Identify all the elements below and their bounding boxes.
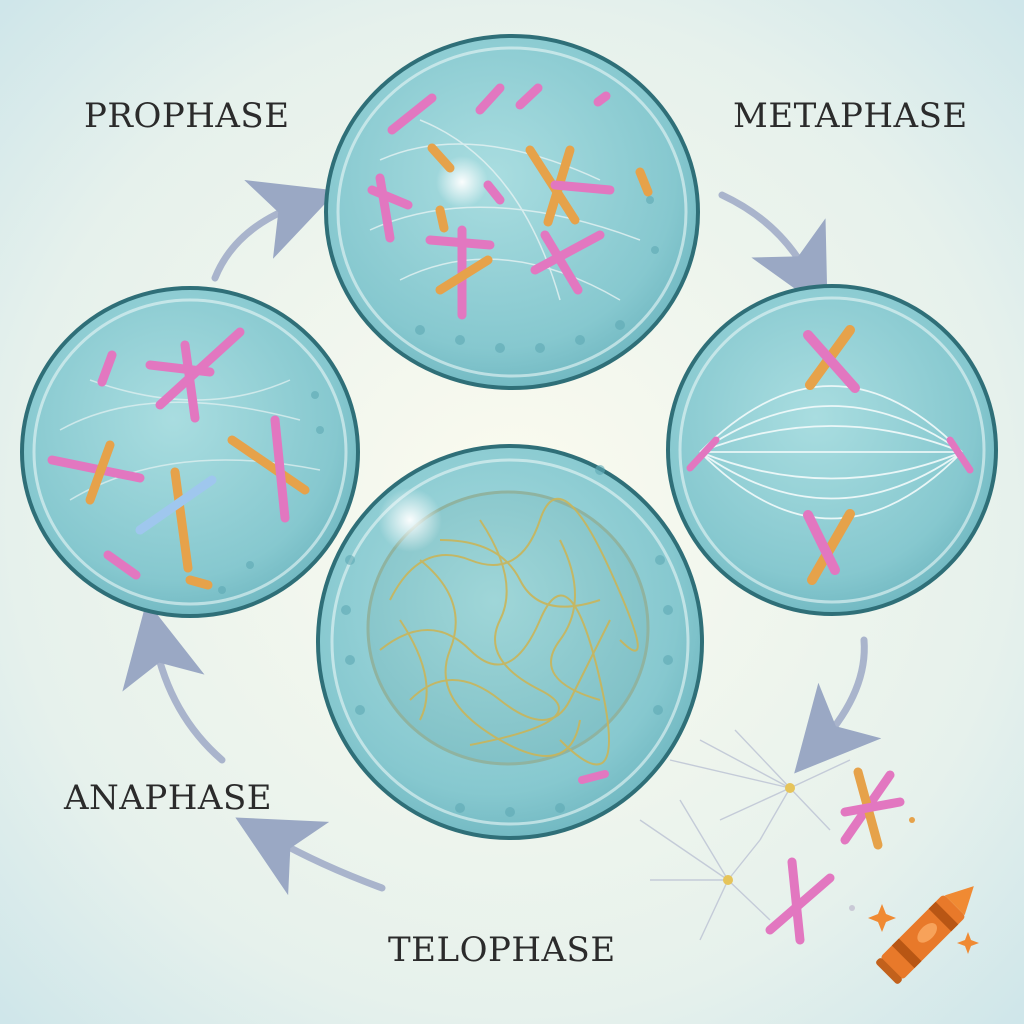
label-metaphase: METAPHASE xyxy=(733,96,968,136)
nucleus xyxy=(366,490,650,766)
arrow-up-left xyxy=(211,179,338,282)
spindle-fibers-metaphase xyxy=(699,385,963,520)
label-prophase: PROPHASE xyxy=(84,96,290,136)
separated-chromosomes xyxy=(765,767,915,945)
cell-center xyxy=(316,444,704,840)
chromosomes-left xyxy=(47,327,310,590)
arrow-left-up xyxy=(122,600,226,764)
chromosomes-metaphase xyxy=(686,325,974,585)
chromosomes-prophase xyxy=(367,83,653,320)
crayon-icon xyxy=(876,886,974,984)
sparkle-icons xyxy=(868,904,979,954)
cycle-arrows xyxy=(122,179,882,896)
asters xyxy=(639,729,851,941)
arrow-top-right xyxy=(718,191,828,313)
arrow-right-down xyxy=(794,636,882,774)
arrow-bottom-left xyxy=(235,817,386,896)
cell-left xyxy=(20,286,360,618)
cell-prophase xyxy=(324,34,700,390)
cell-metaphase xyxy=(666,284,998,616)
label-telophase: TELOPHASE xyxy=(388,930,616,970)
label-anaphase: ANAPHASE xyxy=(64,778,273,818)
membrane-dots xyxy=(415,196,659,353)
chromatin xyxy=(379,497,639,766)
highlight-glow xyxy=(378,488,442,552)
